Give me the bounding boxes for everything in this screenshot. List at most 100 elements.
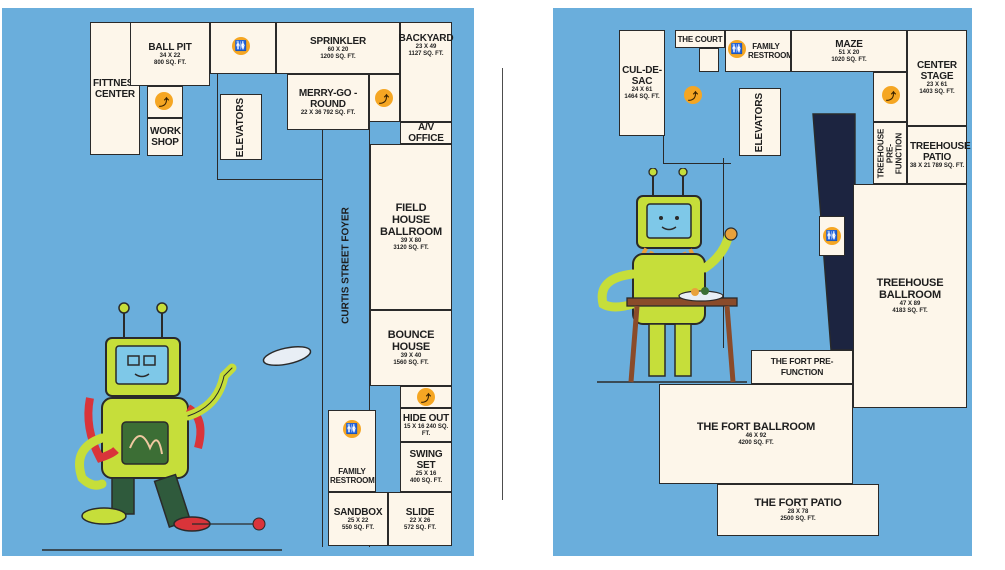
room-name: THE FORT BALLROOM (696, 421, 816, 433)
room-sqft: 400 SQ. FT. (409, 478, 442, 484)
room-name: SLIDE (405, 506, 435, 518)
room-dims: 25 X 22 (347, 517, 369, 524)
stairs-icon: ⤴ (882, 86, 900, 104)
room-sqft: 3120 SQ. FT. (393, 245, 429, 251)
room-field-house-ballroom[interactable]: FIELD HOUSE BALLROOM 39 X 80 3120 SQ. FT… (370, 144, 452, 310)
room-name: TREEHOUSE PATIO (910, 140, 971, 163)
room-dims: 39 X 40 (400, 353, 422, 359)
room-dims: 23 X 61 (926, 82, 948, 88)
room-name: FAMILY RESTROOM (748, 42, 793, 60)
room-dims: 38 X 21 789 SQ. FT. (909, 162, 965, 169)
room-dims: 34 X 22 (159, 52, 181, 59)
room-name: SWING SET (409, 449, 443, 471)
room-treehouse-ballroom[interactable]: TREEHOUSE BALLROOM 47 X 89 4183 SQ. FT. (853, 184, 967, 408)
room-name: MERRY-GO -ROUND (298, 87, 358, 110)
room-name: A/V OFFICE (408, 122, 444, 144)
room-elevators-left[interactable]: ELEVATORS (220, 94, 262, 160)
room-name: HIDE OUT (402, 412, 450, 424)
room-sprinkler[interactable]: SPRINKLER 60 X 20 1200 SQ. FT. (276, 22, 400, 74)
room-name: FITTNESS CENTER (93, 77, 140, 100)
corridor-foyer (322, 72, 370, 547)
restroom-icon: 🚻 (728, 40, 746, 58)
room-sqft: 4183 SQ. FT. (892, 308, 928, 314)
room-sqft: 550 SQ. FT. (341, 524, 374, 531)
room-hide-out[interactable]: HIDE OUT 15 X 16 240 SQ. FT. (400, 408, 452, 442)
room-sqft: 1403 SQ. FT. (919, 89, 955, 95)
restroom-icon: 🚻 (343, 420, 361, 438)
room-backyard[interactable]: BACKYARD 23 X 49 1127 SQ. FT. (398, 22, 454, 122)
room-dims: 39 X 80 (400, 238, 422, 244)
room-the-court[interactable]: THE COURT (675, 30, 725, 48)
room-name: SPRINKLER (310, 35, 366, 47)
room-sqft: 1560 SQ. FT. (393, 360, 429, 366)
room-court-box (699, 48, 719, 72)
room-ball-pit[interactable]: BALL PIT 34 X 22 800 SQ. FT. (130, 22, 210, 86)
room-sqft: 1127 SQ. FT. (408, 51, 444, 57)
room-swing-set[interactable]: SWING SET 25 X 16 400 SQ. FT. (400, 442, 452, 492)
room-name: TREEHOUSE PRE-FUNCTION (876, 128, 904, 178)
robot-frisbee-illustration (42, 302, 312, 551)
room-treehouse-patio[interactable]: TREEHOUSE PATIO 38 X 21 789 SQ. FT. (907, 126, 971, 184)
corridor-foyer-label: CURTIS STREET FOYER (340, 207, 352, 324)
room-name: CENTER STAGE (917, 60, 957, 82)
room-fort-prefunction[interactable]: THE FORT PRE-FUNCTION (751, 350, 853, 384)
room-sqft: 1020 SQ. FT. (831, 56, 867, 63)
restroom-icon: 🚻 (232, 37, 250, 55)
room-sqft: 572 SQ. FT. (403, 524, 436, 531)
room-name: FIELD HOUSE BALLROOM (380, 202, 442, 238)
right-floor-map: CUL-DE-SAC 24 X 61 1464 SQ. FT. THE COUR… (553, 8, 972, 556)
corridor-top (217, 72, 322, 180)
room-fitness-center[interactable]: FITTNESS CENTER (90, 22, 140, 155)
room-dims: 51 X 20 (838, 49, 860, 56)
room-dims: 22 X 26 (409, 517, 431, 524)
room-sqft: 1464 SQ. FT. (624, 94, 660, 100)
room-name: FAMILY RESTROOM (330, 467, 375, 485)
room-maze[interactable]: MAZE 51 X 20 1020 SQ. FT. (791, 30, 907, 72)
room-name: THE FORT PATIO (754, 497, 842, 509)
room-name: BALL PIT (148, 41, 192, 53)
room-dims: 24 X 61 (631, 87, 653, 93)
room-dims: 60 X 20 (327, 46, 349, 53)
room-name: MAZE (835, 38, 863, 50)
room-elevators-right[interactable]: ELEVATORS (739, 88, 781, 156)
room-treehouse-prefunction[interactable]: TREEHOUSE PRE-FUNCTION (873, 122, 907, 184)
room-name: BOUNCE HOUSE (387, 329, 435, 353)
room-sqft: 4200 SQ. FT. (738, 440, 774, 446)
room-name: THE FORT PRE-FUNCTION (770, 356, 834, 377)
stairs-icon: ⤴ (684, 86, 702, 104)
room-name: SANDBOX (333, 506, 383, 518)
room-fort-patio[interactable]: THE FORT PATIO 28 X 78 2500 SQ. FT. (717, 484, 879, 536)
room-name: THE COURT (677, 34, 723, 44)
room-dims: 22 X 36 792 SQ. FT. (300, 109, 356, 116)
room-name: BACKYARD (398, 33, 454, 44)
room-name: CUL-DE-SAC (622, 65, 662, 87)
room-dims: 46 X 92 (745, 433, 767, 439)
room-sandbox[interactable]: SANDBOX 25 X 22 550 SQ. FT. (328, 492, 388, 546)
room-sqft: 1200 SQ. FT. (320, 53, 356, 60)
room-merry-go-round[interactable]: MERRY-GO -ROUND 22 X 36 792 SQ. FT. (287, 74, 369, 130)
room-dims: 47 X 89 (899, 301, 921, 307)
room-dims: 28 X 78 (787, 509, 809, 515)
room-dims: 15 X 16 240 SQ. FT. (403, 423, 449, 437)
robot-eating-illustration (597, 168, 747, 383)
corridor-left-drop (663, 72, 731, 164)
room-name: ELEVATORS (754, 92, 766, 152)
room-av-office[interactable]: A/V OFFICE (400, 122, 452, 144)
room-sqft: 2500 SQ. FT. (780, 516, 816, 522)
room-work-shop[interactable]: WORK SHOP (147, 118, 183, 156)
panel-divider (502, 68, 503, 500)
room-center-stage[interactable]: CENTER STAGE 23 X 61 1403 SQ. FT. (907, 30, 967, 126)
restroom-icon: 🚻 (823, 227, 841, 245)
left-floor-map: CURTIS STREET FOYER FITTNESS CENTER BALL… (2, 8, 474, 556)
room-name: ELEVATORS (235, 97, 247, 157)
stairs-icon: ⤴ (417, 388, 435, 406)
room-slide[interactable]: SLIDE 22 X 26 572 SQ. FT. (388, 492, 452, 546)
room-cul-de-sac[interactable]: CUL-DE-SAC 24 X 61 1464 SQ. FT. (619, 30, 665, 136)
room-fort-ballroom[interactable]: THE FORT BALLROOM 46 X 92 4200 SQ. FT. (659, 384, 853, 484)
room-dims: 23 X 49 (415, 44, 437, 50)
room-bounce-house[interactable]: BOUNCE HOUSE 39 X 40 1560 SQ. FT. (370, 310, 452, 386)
room-sqft: 800 SQ. FT. (153, 59, 186, 66)
room-name: TREEHOUSE BALLROOM (876, 277, 944, 301)
stairs-icon: ⤴ (375, 89, 393, 107)
room-name: WORK SHOP (150, 126, 181, 148)
